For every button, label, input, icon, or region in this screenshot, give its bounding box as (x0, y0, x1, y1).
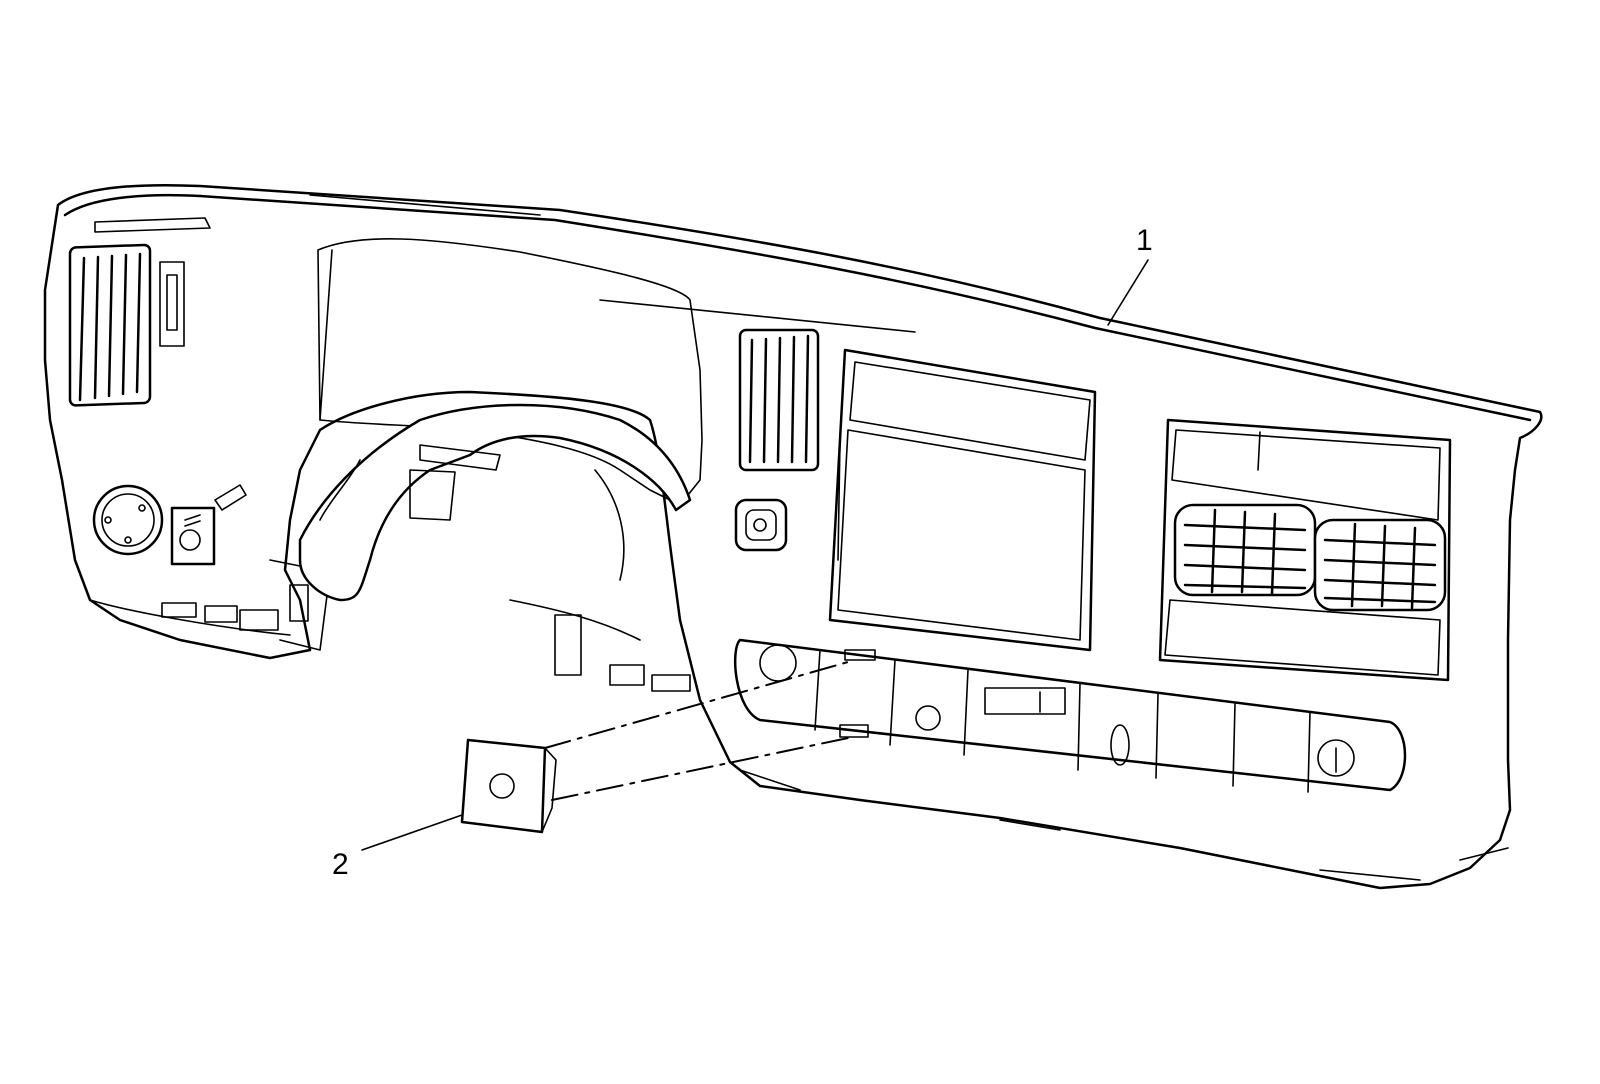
hazard-switch-icon (734, 498, 788, 552)
ignition-lock-icon (170, 506, 216, 566)
right-air-vent (1173, 503, 1447, 612)
headlamp-knob-icon (92, 484, 164, 556)
left-air-vent (68, 243, 185, 407)
center-air-vent (738, 328, 820, 472)
radio-opening (828, 348, 1097, 652)
leader-line-2 (361, 814, 463, 851)
lower-switch-bank (734, 638, 1407, 793)
callout-1: 1 (1136, 224, 1153, 257)
callout-2: 2 (332, 848, 349, 881)
alignment-line-lower (551, 737, 849, 801)
leader-line-1 (1107, 259, 1149, 326)
switch-blank-part (460, 738, 557, 834)
alignment-line-upper (544, 661, 849, 749)
steering-column-shroud (298, 403, 692, 692)
